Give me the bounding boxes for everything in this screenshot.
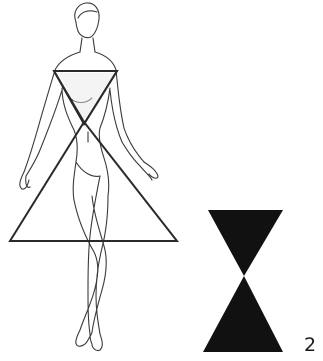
- front-leg-inner: [88, 176, 100, 334]
- left-hand: [20, 172, 30, 189]
- hourglass-top: [208, 210, 283, 276]
- female-figure-outline: [20, 3, 158, 351]
- shoulder-line-left: [55, 52, 80, 70]
- hair-line: [78, 11, 97, 18]
- left-arm-inner: [26, 90, 62, 176]
- hourglass-bottom: [203, 276, 283, 352]
- right-arm-inner: [110, 90, 140, 166]
- neck-outline: [80, 38, 95, 52]
- hourglass-icon: [203, 210, 283, 352]
- back-leg-outer: [74, 200, 98, 330]
- hip-line: [76, 162, 100, 176]
- head-outline: [75, 3, 99, 38]
- right-hand: [140, 162, 158, 180]
- shoulder-line-right: [95, 52, 116, 70]
- right-foot: [90, 334, 102, 351]
- panel-number: 2: [304, 336, 316, 355]
- left-arm-outer: [24, 70, 55, 172]
- right-arm-outer: [116, 70, 144, 162]
